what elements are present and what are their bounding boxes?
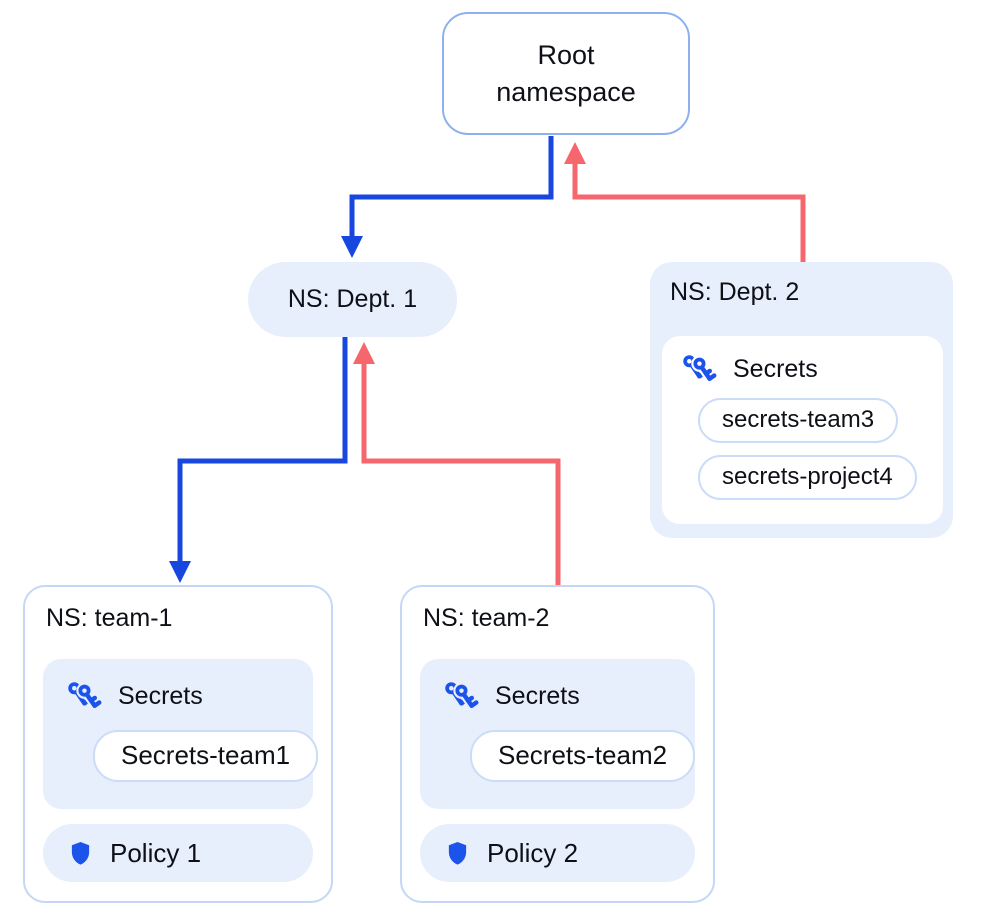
team2-secrets-label: Secrets <box>495 682 580 710</box>
node-ns-dept1: NS: Dept. 1 <box>248 262 457 337</box>
team1-secrets-label: Secrets <box>118 682 203 710</box>
arrow-dept1-to-team1 <box>177 336 348 563</box>
node-ns-team2: NS: team-2 Secrets Secrets-t <box>400 585 715 903</box>
dept2-secrets-label: Secrets <box>733 355 818 383</box>
team2-policy-label: Policy 2 <box>487 837 579 868</box>
keys-icon <box>683 355 717 384</box>
dept2-secrets-header: Secrets <box>680 353 943 386</box>
arrowhead-up-root <box>564 142 586 164</box>
secret-engine-pill: secrets-team3 <box>698 398 899 443</box>
team2-label: NS: team-2 <box>423 604 550 632</box>
secret-engine-pill: Secrets-team2 <box>470 730 696 782</box>
team1-secrets-card: Secrets Secrets-team1 <box>43 659 319 809</box>
arrow-dept2-to-root <box>572 162 806 263</box>
arrowhead-down-team1 <box>169 561 191 583</box>
node-ns-team1: NS: team-1 Secrets Secrets-t <box>23 585 333 903</box>
dept2-secrets-card: Secrets secrets-team3 secrets-project4 <box>662 336 943 524</box>
secret-engine-pill: Secrets-team1 <box>93 730 319 782</box>
keys-icon <box>445 682 479 711</box>
arrow-root-to-dept1 <box>349 136 554 238</box>
team2-policy-card: Policy 2 <box>420 824 695 882</box>
arrowhead-down-dept1 <box>341 236 363 258</box>
team1-label: NS: team-1 <box>46 604 173 632</box>
node-root-namespace: Root namespace <box>442 12 690 135</box>
shield-icon <box>448 841 467 865</box>
team1-policy-card: Policy 1 <box>43 824 313 882</box>
dept1-label: NS: Dept. 1 <box>287 285 418 313</box>
shield-icon <box>71 841 90 865</box>
dept2-label: NS: Dept. 2 <box>670 278 800 306</box>
arrowhead-up-dept1 <box>353 342 375 364</box>
secret-engine-pill: secrets-project4 <box>698 455 917 500</box>
team2-secrets-card: Secrets Secrets-team2 <box>420 659 696 809</box>
team2-secrets-header: Secrets <box>442 680 695 713</box>
team1-secrets-header: Secrets <box>65 680 313 713</box>
arrow-team2-to-dept1 <box>361 362 561 586</box>
node-ns-dept2: NS: Dept. 2 Secrets secrets- <box>650 262 953 538</box>
root-namespace-label: Root namespace <box>496 40 636 107</box>
keys-icon <box>68 682 102 711</box>
team1-policy-label: Policy 1 <box>110 837 202 868</box>
